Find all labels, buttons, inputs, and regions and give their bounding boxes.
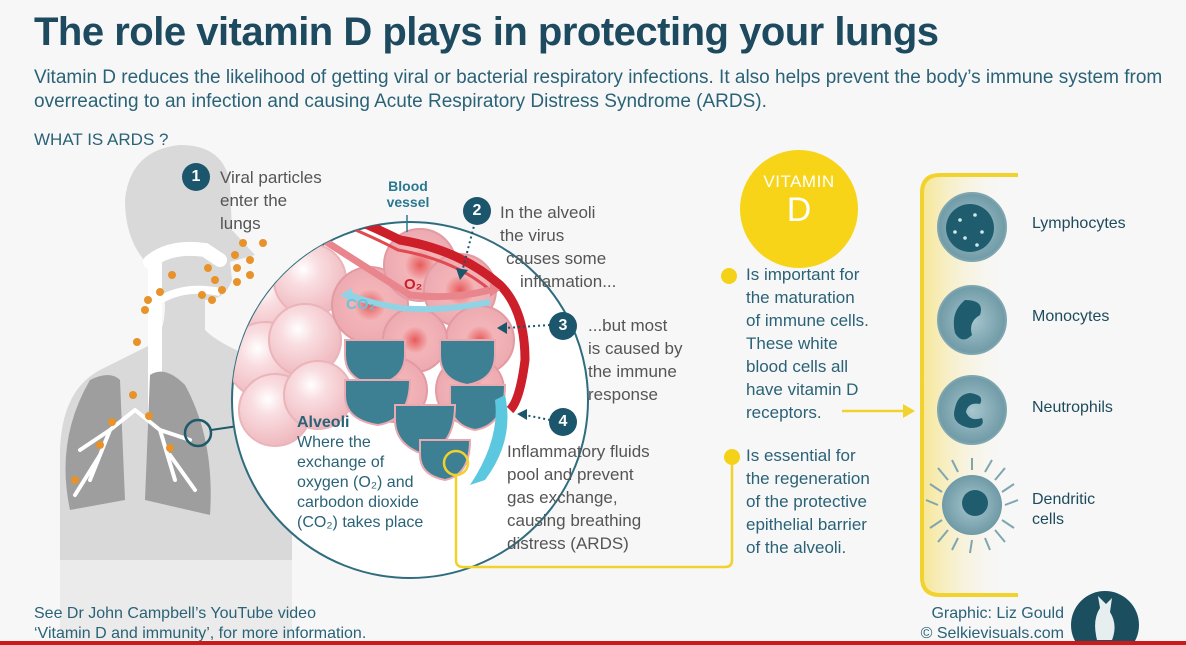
point-line: Is essential for xyxy=(746,446,856,465)
step-2-line: causes some xyxy=(506,249,607,268)
step-2-line: the virus xyxy=(500,226,565,245)
credit-line: © Selkievisuals.com xyxy=(920,625,1064,642)
yellow-connector xyxy=(454,465,734,569)
footer-line: ‘Vitamin D and immunity’, for more infor… xyxy=(34,625,367,642)
step-4-badge: 4 xyxy=(549,408,577,436)
bullet-dot xyxy=(721,268,737,284)
point-line: of immune cells. xyxy=(746,311,869,330)
step-3-badge: 3 xyxy=(549,312,577,340)
step-1-line: Viral particles xyxy=(220,168,322,187)
step-3-line: the immune xyxy=(588,362,677,381)
immune-cell-bracket xyxy=(920,173,1018,597)
vitamin-d-point-1: Is important for the maturation of immun… xyxy=(746,263,869,424)
inflammatory-fluid xyxy=(470,395,508,485)
alveoli-description: Alveoli Where the exchange of oxygen (O₂… xyxy=(297,413,423,533)
vitamin-d-point-2: Is essential for the regeneration of the… xyxy=(746,444,870,559)
point-line: These white xyxy=(746,334,838,353)
step-3-line: ...but most xyxy=(588,316,668,335)
co2-arrow xyxy=(348,292,491,313)
point-line: have vitamin D xyxy=(746,380,859,399)
step-3-line: is caused by xyxy=(588,339,683,358)
cell-name-line: cells xyxy=(1032,511,1065,528)
subtitle: Vitamin D reduces the likelihood of gett… xyxy=(34,67,1163,112)
video-progress-bar[interactable] xyxy=(0,641,1186,645)
selkie-logo xyxy=(1071,591,1139,645)
dendritic-cell-icon xyxy=(925,458,1019,554)
zoom-marker xyxy=(183,418,213,448)
left-lung xyxy=(65,375,125,510)
lymphocyte-icon xyxy=(937,192,1007,262)
bullet-dot xyxy=(724,449,740,465)
alveoli-desc-line: oxygen (O₂) and xyxy=(297,474,414,491)
step-3-line: response xyxy=(588,385,658,404)
point-line: Is important for xyxy=(746,265,860,284)
cell-name-dendritic: Dendritic cells xyxy=(1032,490,1095,530)
alveoli-desc-line: Where the xyxy=(297,434,371,451)
vitamin-d-badge-line1: VITAMIN xyxy=(763,172,835,191)
point-line: epithelial barrier xyxy=(746,515,867,534)
footer-credit: Graphic: Liz Gould © Selkievisuals.com xyxy=(918,604,1064,644)
cell-name-monocytes: Monocytes xyxy=(1032,308,1110,325)
step-1-text: Viral particles enter the lungs xyxy=(220,166,322,235)
vitamin-d-badge-line2: D xyxy=(786,191,812,229)
step-1-line: enter the xyxy=(220,191,288,210)
alveoli-desc-line: exchange of xyxy=(297,454,385,471)
cell-name-line: Dendritic xyxy=(1032,491,1096,508)
step-4-text: Inflammatory fluids pool and prevent gas… xyxy=(507,440,650,555)
blood-vessel-label-line: vessel xyxy=(386,194,430,210)
alveoli-desc-line: (CO₂) takes place xyxy=(297,514,424,531)
alveoli-desc-line: carbodon dioxide xyxy=(297,494,419,511)
section-label: WHAT IS ARDS ? xyxy=(34,130,169,149)
o2-arrow xyxy=(298,222,491,301)
step-1-line: lungs xyxy=(220,214,261,233)
co2-label: CO₂ xyxy=(346,296,376,313)
cell-name-lymphocytes: Lymphocytes xyxy=(1032,215,1126,232)
alveoli-title: Alveoli xyxy=(297,414,350,431)
footer-line: See Dr John Campbell’s YouTube video xyxy=(34,605,316,622)
step-3-text: ...but most is caused by the immune resp… xyxy=(588,314,683,406)
viral-particles xyxy=(71,239,267,484)
neutrophil-icon xyxy=(937,375,1007,445)
point-line: of the alveoli. xyxy=(746,538,847,557)
point-line: the maturation xyxy=(746,288,855,307)
point-line: the regeneration xyxy=(746,469,870,488)
point-line: receptors. xyxy=(746,403,822,422)
monocyte-icon xyxy=(937,285,1007,355)
footer-source: See Dr John Campbell’s YouTube video ‘Vi… xyxy=(34,604,366,644)
right-lung xyxy=(145,371,211,515)
step-2-text: In the alveoli the virus causes some inf… xyxy=(500,201,616,293)
blood-vessel-label: Blood vessel xyxy=(380,178,436,210)
step-2-line: inflamation... xyxy=(520,272,617,291)
step-4-line: causing breathing xyxy=(507,511,642,530)
point-line: blood cells all xyxy=(746,357,849,376)
point-line: of the protective xyxy=(746,492,867,511)
blood-vessel-label-line: Blood xyxy=(388,178,428,194)
pointer-lines xyxy=(461,221,551,421)
o2-label: O₂ xyxy=(404,276,423,293)
step-4-line: gas exchange, xyxy=(507,488,618,507)
vitamin-d-badge: VITAMIN D xyxy=(740,150,858,268)
step-4-line: pool and prevent xyxy=(507,465,634,484)
step-4-line: Inflammatory fluids xyxy=(507,442,650,461)
cell-name-neutrophils: Neutrophils xyxy=(1032,399,1113,416)
step-2-line: In the alveoli xyxy=(500,203,596,222)
step-2-badge: 2 xyxy=(463,197,491,225)
page-title: The role vitamin D plays in protecting y… xyxy=(34,10,939,54)
credit-line: Graphic: Liz Gould xyxy=(931,605,1064,622)
step-4-line: distress (ARDS) xyxy=(507,534,629,553)
step-1-badge: 1 xyxy=(182,163,210,191)
